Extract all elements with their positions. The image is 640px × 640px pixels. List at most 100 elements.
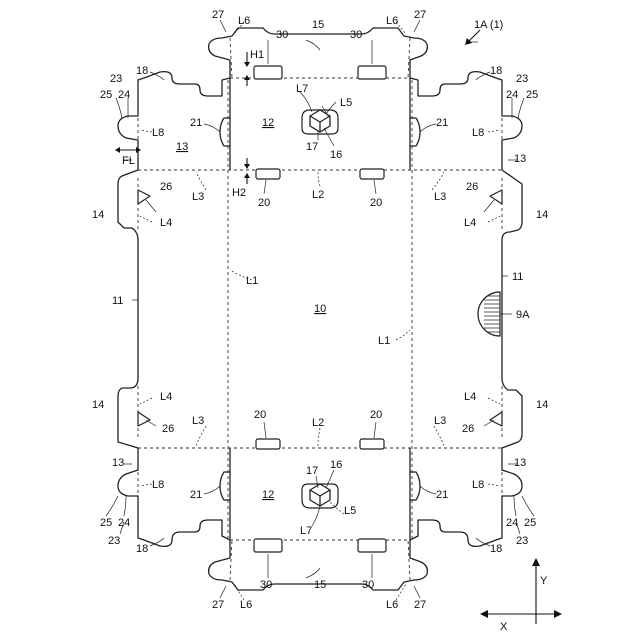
label-25-ul: 25 — [100, 89, 112, 101]
label-14-tl: 14 — [92, 209, 104, 221]
label-L6-br: L6 — [386, 599, 398, 611]
label-24-ll: 24 — [118, 517, 130, 529]
tab-20-top-left — [256, 169, 280, 179]
hatched-semicircle-9A — [478, 292, 502, 336]
label-L1-right: L1 — [378, 335, 390, 347]
label-15-bottom: 15 — [314, 579, 326, 591]
label-16-top: 16 — [330, 149, 342, 161]
label-L8-ul: L8 — [152, 127, 164, 139]
notch-21-upper-left — [220, 118, 230, 146]
label-12-bottom: 12 — [262, 489, 274, 501]
tab-30-top-right — [358, 66, 386, 79]
label-15-top: 15 — [312, 19, 324, 31]
label-21-lr: 21 — [436, 489, 448, 501]
label-10: 10 — [314, 303, 326, 315]
tab-20-bottom-left — [256, 439, 280, 449]
label-L4-bl: L4 — [160, 391, 172, 403]
label-25-lr: 25 — [524, 517, 536, 529]
label-24-lr: 24 — [506, 517, 518, 529]
label-L4-tr: L4 — [464, 217, 476, 229]
label-L8-ur: L8 — [472, 127, 484, 139]
tab-20-bottom-right — [360, 439, 384, 449]
label-14-br: 14 — [536, 399, 548, 411]
label-26-tl: 26 — [160, 181, 172, 193]
label-FL: FL — [122, 155, 135, 167]
label-L6-bl: L6 — [240, 599, 252, 611]
label-20-br: 20 — [370, 409, 382, 421]
axis-label-x: X — [500, 621, 508, 633]
label-13-lr: 13 — [514, 457, 526, 469]
label-9A: 9A — [516, 309, 530, 321]
label-18-ur: 18 — [490, 65, 502, 77]
label-L6-tr: L6 — [386, 15, 398, 27]
notch-21-upper-right — [410, 118, 420, 146]
label-L5-top: L5 — [340, 97, 352, 109]
label-26-bl: 26 — [162, 423, 174, 435]
left-side-outline — [118, 170, 138, 448]
label-L1-left: L1 — [246, 275, 258, 287]
label-16-bottom: 16 — [330, 459, 342, 471]
label-L6-tl: L6 — [238, 15, 250, 27]
label-L3-br: L3 — [434, 415, 446, 427]
label-27-br: 27 — [414, 599, 426, 611]
axis-label-y: Y — [540, 575, 548, 587]
label-H2: H2 — [232, 187, 246, 199]
label-30-bl: 30 — [260, 579, 272, 591]
label-18-ll: 18 — [136, 543, 148, 555]
label-L8-lr: L8 — [472, 479, 484, 491]
top-tab-15-outline — [209, 28, 428, 78]
label-30-tl: 30 — [276, 29, 288, 41]
label-26-br: 26 — [462, 423, 474, 435]
tab-30-top-left — [254, 66, 282, 79]
label-21-ll: 21 — [190, 489, 202, 501]
label-11-left: 11 — [112, 295, 123, 307]
label-24-ul: 24 — [118, 89, 130, 101]
label-17-bottom: 17 — [306, 465, 318, 477]
label-17-top: 17 — [306, 141, 318, 153]
label-30-tr: 30 — [350, 29, 362, 41]
label-20-tr: 20 — [370, 197, 382, 209]
label-13-ul: 13 — [176, 141, 188, 153]
label-18-lr: 18 — [490, 543, 502, 555]
label-11-right: 11 — [512, 271, 523, 283]
label-18-ul: 18 — [136, 65, 148, 77]
label-L3-bl: L3 — [192, 415, 204, 427]
right-lower-flap-outline — [410, 448, 522, 546]
left-lower-flap-outline — [118, 448, 230, 546]
label-13-ll: 13 — [112, 457, 124, 469]
label-25-ll: 25 — [100, 517, 112, 529]
label-20-bl: 20 — [254, 409, 266, 421]
label-L3-tr: L3 — [434, 191, 446, 203]
label-13-ur: 13 — [514, 153, 526, 165]
notch-21-lower-left — [220, 472, 230, 500]
label-L5-bottom: L5 — [344, 505, 356, 517]
tab-30-bottom-left — [254, 539, 282, 552]
axis-indicator — [480, 558, 562, 624]
label-23-lr: 23 — [516, 535, 528, 547]
label-25-ur: 25 — [526, 89, 538, 101]
label-21-ul: 21 — [190, 117, 202, 129]
label-L4-br: L4 — [464, 391, 476, 403]
right-upper-flap-outline — [410, 72, 522, 170]
label-14-tr: 14 — [536, 209, 548, 221]
label-30-br: 30 — [362, 579, 374, 591]
label-L8-ll: L8 — [152, 479, 164, 491]
label-21-ur: 21 — [436, 117, 448, 129]
dimension-FL — [115, 147, 141, 153]
label-L3-tl: L3 — [192, 191, 204, 203]
figure-label: 1A (1) — [474, 19, 503, 31]
label-27-tr: 27 — [414, 9, 426, 21]
label-24-ur: 24 — [506, 89, 518, 101]
lock-piece-16-top — [302, 110, 338, 134]
label-27-bl: 27 — [212, 599, 224, 611]
label-H1: H1 — [250, 49, 264, 61]
tab-20-top-right — [360, 169, 384, 179]
label-L4-tl: L4 — [160, 217, 172, 229]
label-27-tl: 27 — [212, 9, 224, 21]
label-L7-bottom: L7 — [300, 525, 312, 537]
tab-30-bottom-right — [358, 539, 386, 552]
label-23-ll: 23 — [108, 535, 120, 547]
label-L2-top: L2 — [312, 189, 324, 201]
dimension-H2 — [244, 158, 250, 184]
